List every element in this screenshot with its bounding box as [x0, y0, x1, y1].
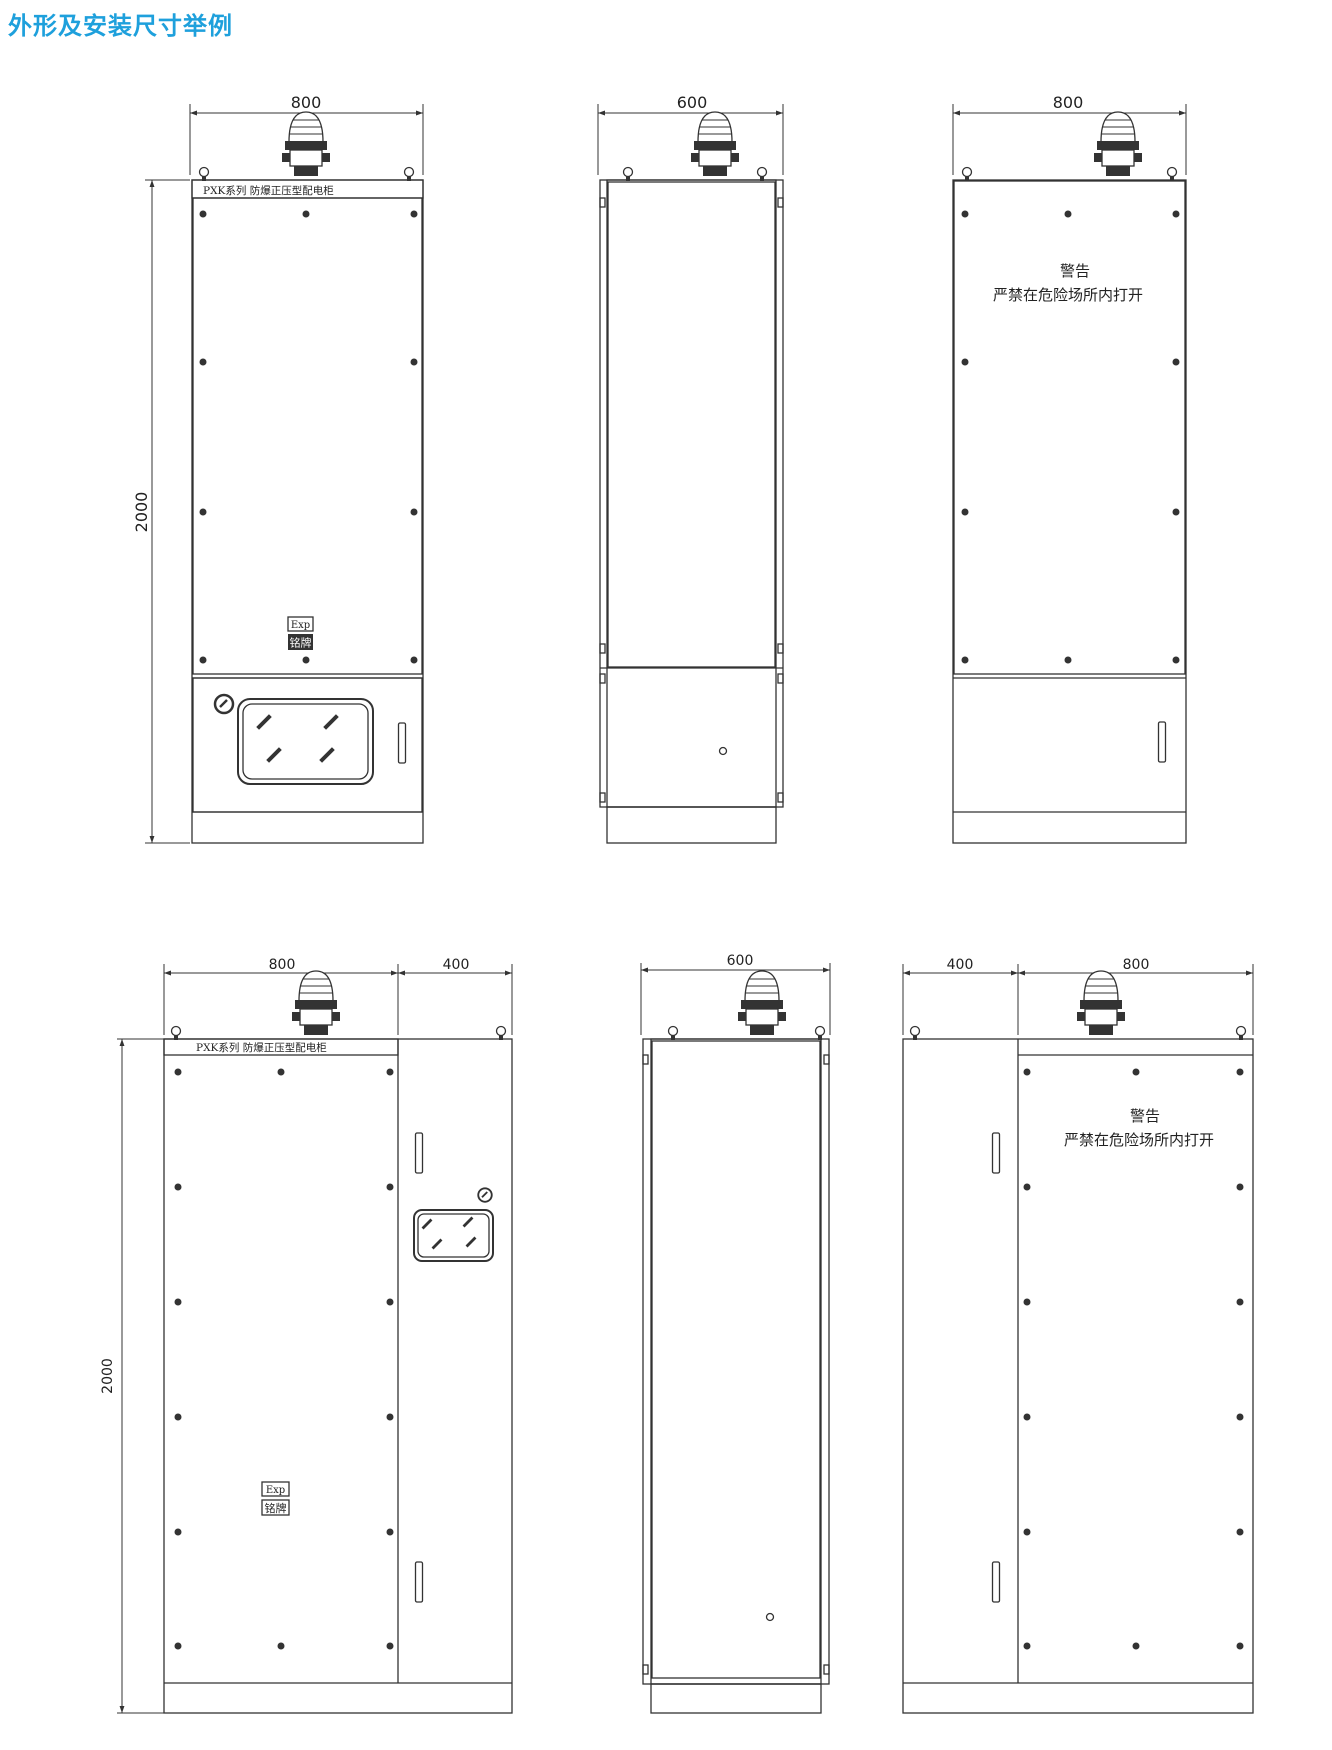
label-mark-1: 铭牌: [290, 636, 312, 650]
warning-text-3: 严禁在危险场所内打开: [993, 286, 1143, 304]
dim-width-1: 800: [291, 93, 322, 112]
nameplate-4: PXK系列 防爆正压型配电柜: [196, 1041, 327, 1054]
exp-mark-1: Exp: [291, 620, 310, 631]
view-double-side: 600: [640, 953, 831, 1714]
view-double-front: 800 400 2000 PXK系列 防爆正压型配电柜 Exp 铭牌: [100, 957, 513, 1714]
label-mark-4: 铭牌: [265, 1501, 287, 1515]
dim-depth-5: 600: [727, 953, 754, 969]
dim-width-3: 800: [1053, 93, 1084, 112]
dim-width-4: 800: [269, 957, 296, 973]
warning-title-3: 警告: [1060, 262, 1090, 280]
view-single-side: 600: [597, 93, 784, 844]
dim-height-4: 2000: [100, 1358, 116, 1394]
exp-mark-4: Exp: [266, 1485, 285, 1496]
page-title: 外形及安装尺寸举例: [8, 12, 233, 40]
dim-side-width-6: 400: [947, 957, 974, 973]
warning-title-6: 警告: [1130, 1107, 1160, 1125]
dim-width-6: 800: [1123, 957, 1150, 973]
view-double-back: 400 800 警告 严禁在危险场所内打开: [902, 957, 1254, 1714]
nameplate-1: PXK系列 防爆正压型配电柜: [203, 184, 334, 197]
dim-depth-2: 600: [677, 93, 708, 112]
dim-height-1: 2000: [132, 492, 151, 533]
view-single-back: 800 警告 严禁在危险场所内打开: [952, 93, 1187, 844]
view-single-front: 800 2000 PXK系列 防爆正压型配电柜 Exp 铭牌: [132, 93, 424, 844]
dim-side-width-4: 400: [443, 957, 470, 973]
warning-text-6: 严禁在危险场所内打开: [1064, 1131, 1214, 1149]
